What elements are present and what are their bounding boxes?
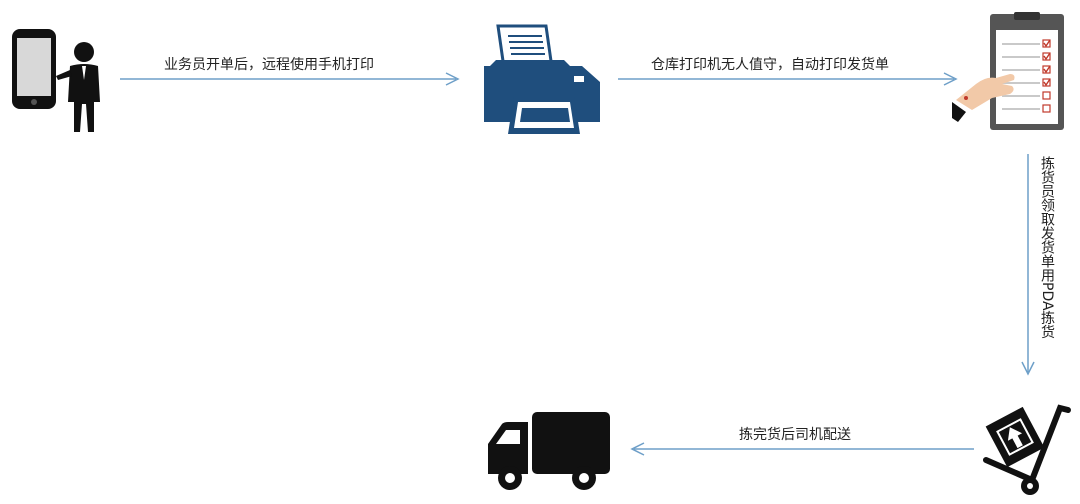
checklist-clipboard-icon — [952, 12, 1068, 134]
flow-arrow-1 — [120, 72, 462, 86]
step-3-label: 拣货员领取发货单用PDA拣货 — [1039, 156, 1055, 339]
step-1-label: 业务员开单后，远程使用手机打印 — [164, 57, 374, 73]
flow-arrow-3 — [1021, 154, 1035, 378]
step-4-label: 拣完货后司机配送 — [739, 427, 851, 443]
hand-truck-icon — [982, 404, 1076, 498]
flow-arrow-2 — [618, 72, 960, 86]
delivery-truck-icon — [484, 410, 612, 494]
step-2-label: 仓库打印机无人值守，自动打印发货单 — [651, 57, 889, 73]
person-with-phone-icon — [10, 24, 110, 134]
flow-arrow-4 — [630, 442, 976, 456]
printer-icon — [478, 22, 604, 140]
